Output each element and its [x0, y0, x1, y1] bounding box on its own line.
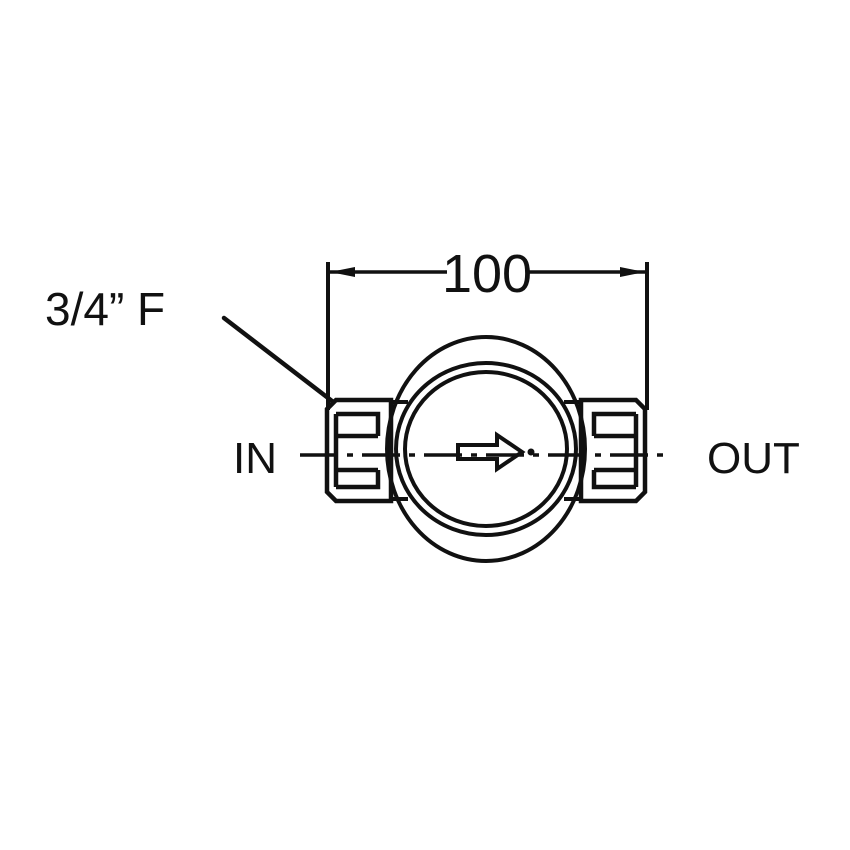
- outlet-label: OUT: [707, 434, 800, 483]
- outlet-nut-thread-lower: [591, 470, 636, 490]
- inlet-nut-thread-upper: [336, 411, 381, 436]
- body-center-dot: [527, 448, 535, 456]
- body-outer-circle: [385, 335, 587, 563]
- dimension-100: 100: [326, 244, 649, 410]
- outlet-union-nut: [578, 397, 648, 504]
- flow-arrow-outline: [456, 431, 526, 473]
- valve-body: [385, 335, 587, 563]
- inlet-union-nut: [324, 397, 394, 504]
- inlet-nut-outer-outline: [324, 397, 394, 504]
- body-middle-circle: [394, 361, 578, 537]
- thread-size-label: 3/4” F: [45, 283, 165, 335]
- sight-glass-inner-circle: [403, 370, 569, 528]
- outlet-nut-thread-upper: [591, 411, 636, 436]
- inlet-label: IN: [233, 434, 277, 483]
- inlet-nut-thread-lower: [336, 470, 381, 490]
- thread-size-callout: 3/4” F: [45, 283, 335, 404]
- outlet-nut-outer-outline: [578, 397, 648, 504]
- flow-direction-arrow: [456, 431, 535, 473]
- callout-leader-line: [221, 315, 335, 404]
- dimension-value-label: 100: [442, 244, 532, 304]
